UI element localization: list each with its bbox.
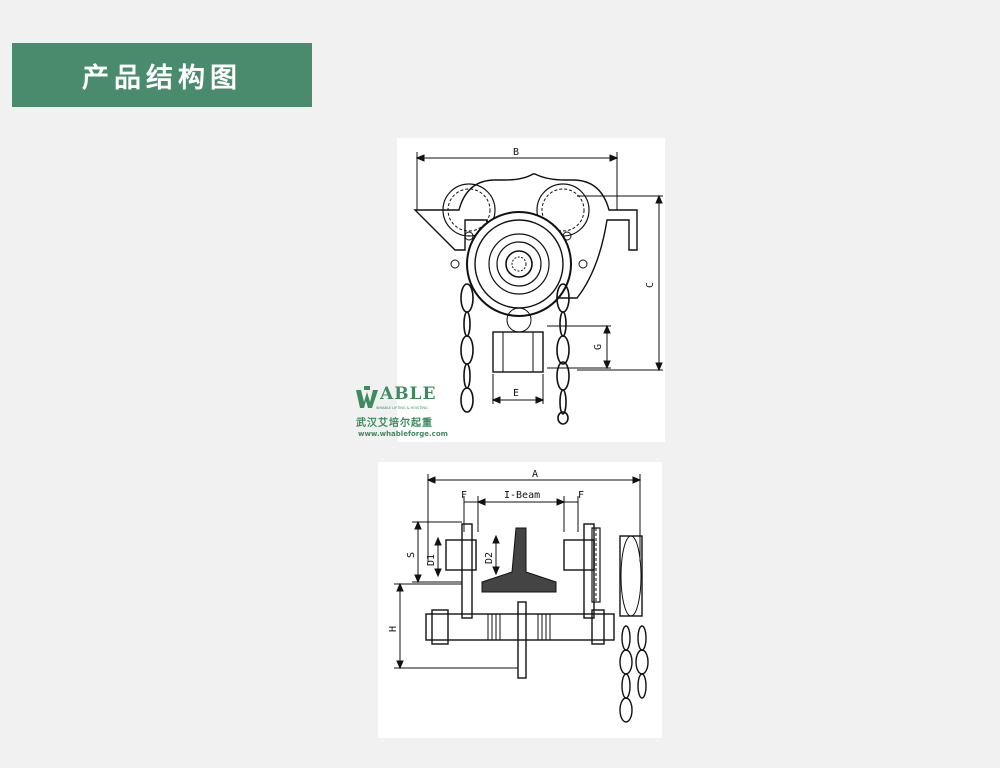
section-header-banner: 产品结构图 xyxy=(12,43,312,107)
logo-tagline: WHABLE LIFTING & HOISTING xyxy=(376,406,428,410)
dimension-a: A xyxy=(426,469,642,562)
dim-label-d2: D2 xyxy=(484,552,495,564)
logo-url: www.whableforge.com xyxy=(358,430,448,438)
dim-label-f-right: F xyxy=(578,490,584,501)
dimension-d2: D2 xyxy=(484,534,500,576)
logo-company-name: 武汉艾培尔起重 xyxy=(356,418,433,429)
dim-label-h: H xyxy=(388,626,399,632)
dimension-c: C xyxy=(577,194,663,372)
hook-block xyxy=(492,307,544,373)
dim-label-f-left: F xyxy=(461,490,467,501)
section-title: 产品结构图 xyxy=(82,62,242,94)
front-view-drawing: B C xyxy=(397,138,665,442)
axle xyxy=(425,609,615,645)
dimension-i-beam: F I-Beam F xyxy=(461,490,584,532)
i-beam xyxy=(481,527,557,593)
side-view-drawing: A F I-Beam F xyxy=(378,462,662,738)
logo-word: ABLE xyxy=(380,384,437,404)
dimension-g: G xyxy=(547,324,611,370)
dim-label-i-beam: I-Beam xyxy=(504,490,540,501)
dim-label-c: C xyxy=(645,282,656,288)
geared-wheel-right xyxy=(591,527,601,603)
dim-label-g: G xyxy=(593,344,604,350)
dim-label-d1: D1 xyxy=(426,554,437,566)
dimension-b: B xyxy=(415,147,619,210)
dimension-s: S xyxy=(406,520,462,584)
dim-label-b: B xyxy=(513,147,519,158)
dimension-d1: D1 xyxy=(426,536,442,578)
hand-chain-left xyxy=(460,283,474,413)
whable-logo: ABLE WHABLE LIFTING & HOISTING 武汉艾培尔起重 w… xyxy=(352,384,462,442)
dimension-h: H xyxy=(388,582,518,670)
logo-mark-icon xyxy=(356,386,378,408)
wheel xyxy=(466,211,572,317)
dim-label-a: A xyxy=(532,469,538,480)
dim-label-s: S xyxy=(406,552,417,558)
dimension-e: E xyxy=(491,374,545,404)
hand-chain-right xyxy=(556,283,570,425)
chain-wheel xyxy=(619,535,643,617)
gear-left xyxy=(442,183,496,237)
hand-chain xyxy=(619,625,649,723)
dim-label-e: E xyxy=(513,388,519,399)
